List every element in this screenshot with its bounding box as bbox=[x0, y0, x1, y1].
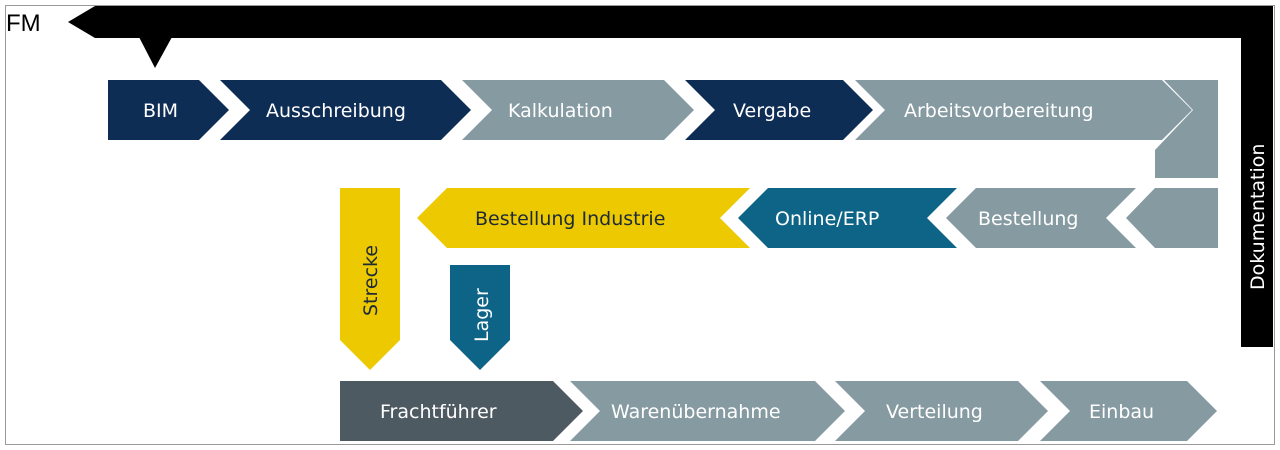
fm-label: FM bbox=[6, 10, 41, 37]
chevron-kalkulation bbox=[462, 80, 694, 140]
chevron-frachtfuehrer bbox=[340, 381, 583, 441]
arrow-strecke bbox=[340, 188, 400, 370]
chevron-label: Verteilung bbox=[886, 401, 983, 423]
chevron-ausschreibung bbox=[220, 80, 471, 140]
fm-right-bar bbox=[1241, 6, 1273, 347]
chevron-bestellung bbox=[946, 188, 1136, 248]
chevron-label: Ausschreibung bbox=[266, 100, 406, 122]
corner-turn-down bbox=[1155, 80, 1218, 178]
chevron-label: Online/ERP bbox=[775, 208, 879, 230]
chevron-label: Frachtführer bbox=[380, 401, 497, 423]
arrow-label-lager: Lager bbox=[471, 288, 493, 342]
chevron-label: BIM bbox=[143, 100, 178, 122]
branches: Strecke Lager bbox=[340, 188, 510, 370]
chevron-label: Vergabe bbox=[733, 100, 811, 122]
chevron-vergabe bbox=[685, 80, 873, 140]
chevron-label: Bestellung Industrie bbox=[475, 208, 665, 230]
row1: BIM Ausschreibung Kalkulation Vergabe Ar… bbox=[108, 80, 1218, 178]
chevron-label: Kalkulation bbox=[508, 100, 613, 122]
chevron-warenuebernahme bbox=[570, 381, 845, 441]
chevron-arbeitsvorbereitung bbox=[855, 80, 1192, 140]
arrow-lager bbox=[450, 265, 510, 370]
chevron-bim bbox=[108, 80, 229, 140]
fm-feedback-arrow bbox=[68, 6, 1273, 347]
fm-top-bar bbox=[95, 6, 1273, 38]
chevron-label: Bestellung bbox=[978, 208, 1078, 230]
fm-drop-pointer bbox=[139, 37, 172, 68]
chevron-label: Einbau bbox=[1089, 401, 1154, 423]
corner-turn-left bbox=[1126, 188, 1218, 248]
chevron-einbau bbox=[1040, 381, 1217, 441]
row3: Frachtführer Warenübernahme Verteilung E… bbox=[340, 381, 1217, 441]
row2: Bestellung Online/ERP Bestellung Industr… bbox=[417, 188, 1218, 248]
chevron-online-erp bbox=[738, 188, 957, 248]
chevron-bestellung-industrie bbox=[417, 188, 750, 248]
arrow-label-strecke: Strecke bbox=[360, 245, 382, 316]
chevron-verteilung bbox=[835, 381, 1048, 441]
side-label-dokumentation: Dokumentation bbox=[1247, 144, 1269, 290]
fm-arrowhead bbox=[68, 6, 95, 38]
chevron-label: Warenübernahme bbox=[611, 401, 781, 423]
chevron-label: Arbeitsvorbereitung bbox=[904, 100, 1094, 122]
